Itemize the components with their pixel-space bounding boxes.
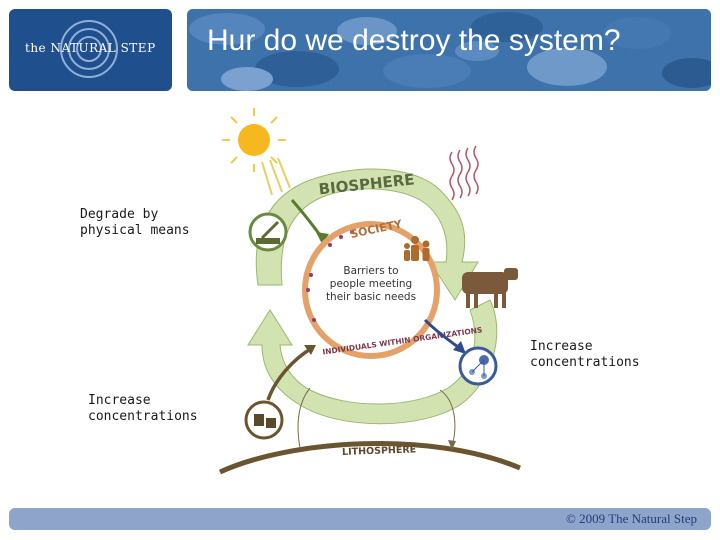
cow-icon (462, 268, 518, 308)
lithosphere-flow-left (297, 387, 311, 449)
footer-bar: © 2009 The Natural Step (9, 508, 711, 530)
society-dots (306, 230, 354, 322)
spiral-logo-icon (60, 20, 118, 78)
heat-waves-icon (449, 145, 479, 201)
label-degrade: Degrade by physical means (80, 207, 190, 238)
sunlight-arrows (261, 157, 291, 196)
center-text: Barriers to people meeting their basic n… (325, 265, 417, 303)
page-title: Hur do we destroy the system? (207, 24, 621, 57)
pebble-background (187, 9, 711, 91)
extraction-icon (248, 212, 288, 252)
people-icon (404, 236, 430, 261)
mining-icon (244, 400, 284, 440)
logo: the NATURAL STEP (9, 9, 172, 91)
copyright-text: © 2009 The Natural Step (566, 511, 697, 526)
header-banner: Hur do we destroy the system? (187, 9, 711, 91)
biosphere-arc (255, 168, 479, 301)
lithosphere-label: LITHOSPHERE (342, 444, 416, 458)
label-increase-right: Increase concentrations (530, 339, 640, 370)
molecule-icon (458, 346, 498, 386)
lithosphere-flow-right (439, 389, 456, 447)
lithosphere-arc (218, 440, 521, 475)
cycle-arc-lower (247, 299, 498, 425)
sun-icon (222, 108, 286, 172)
logo-text: the NATURAL STEP (25, 41, 156, 55)
label-increase-left: Increase concentrations (88, 393, 198, 424)
mining-arrow (266, 346, 313, 401)
